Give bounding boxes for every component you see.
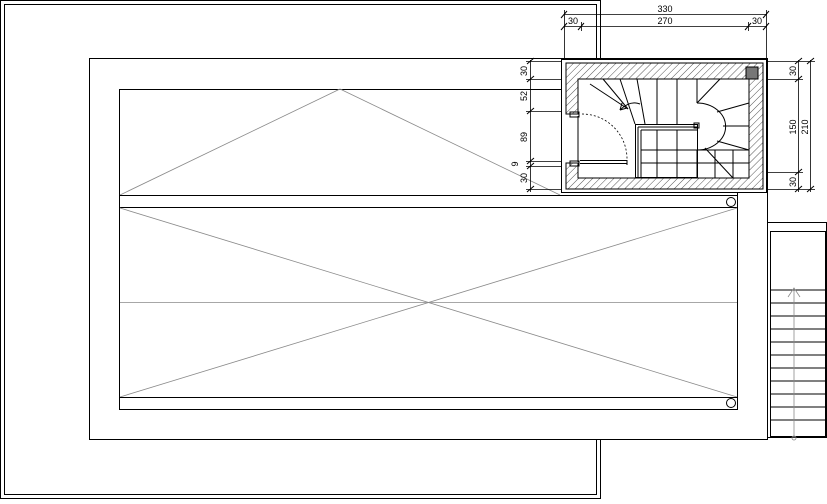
dim-left-wall: 30 bbox=[568, 16, 578, 26]
external-stair bbox=[767, 222, 827, 441]
dim-inner-width: 270 bbox=[657, 16, 672, 26]
top-dimensions: 330 30 270 30 bbox=[560, 4, 770, 58]
left-dimensions: 30 52 89 9 30 bbox=[510, 57, 561, 193]
dim-right-1: 30 bbox=[788, 66, 798, 76]
stair-treads bbox=[589, 78, 750, 179]
dim-left-5: 30 bbox=[519, 173, 529, 183]
stair-walls-hatched bbox=[565, 62, 764, 190]
dim-overall-width: 330 bbox=[657, 4, 672, 14]
right-dimensions: 30 150 30 210 bbox=[767, 57, 815, 193]
column-circle-top bbox=[726, 197, 736, 207]
door-swing bbox=[581, 113, 628, 161]
dim-left-3: 89 bbox=[519, 132, 529, 142]
column-circle-bottom bbox=[726, 398, 736, 408]
dim-left-4: 9 bbox=[510, 161, 520, 166]
stair-room bbox=[561, 59, 767, 193]
dim-left-1: 30 bbox=[519, 66, 529, 76]
dim-right-wall: 30 bbox=[752, 16, 762, 26]
dim-left-2: 52 bbox=[519, 91, 529, 101]
dim-right-3: 30 bbox=[788, 177, 798, 187]
dim-right-2: 150 bbox=[788, 119, 798, 134]
upper-void bbox=[119, 88, 737, 208]
corner-post bbox=[745, 66, 759, 80]
lower-void bbox=[119, 197, 738, 408]
dim-right-overall: 210 bbox=[800, 119, 810, 134]
